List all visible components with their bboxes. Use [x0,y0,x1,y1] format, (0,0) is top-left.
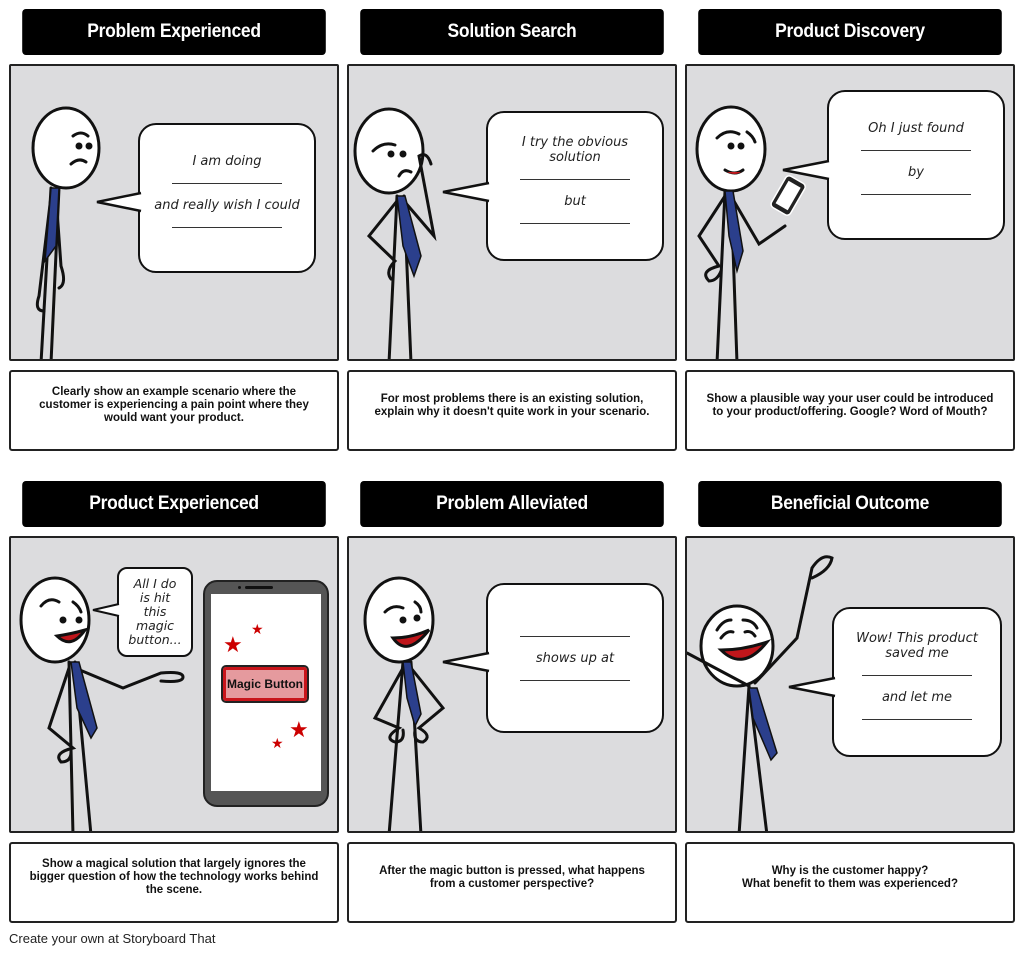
speech-bubble: All I do is hit this magic button... [117,567,193,657]
speech-tail-icon [782,159,830,181]
panel-caption: Show a plausible way your user could be … [685,370,1015,451]
speech-bubble: Oh I just found by [827,90,1005,240]
bubble-text: shows up at [535,650,615,666]
panel-caption: After the magic button is pressed, what … [347,842,677,923]
panel-caption: Clearly show an example scenario where t… [9,370,339,451]
phone-mockup: ★ ★ ★ ★ Magic Button [203,580,329,807]
speech-tail-icon [442,651,490,673]
speech-bubble: Wow! This product saved me and let me [832,607,1002,757]
sad-stick-figure-icon [31,106,101,359]
blank-line [520,679,630,681]
speech-tail-icon [92,603,120,617]
panel-caption: Why is the customer happy? What benefit … [685,842,1015,923]
scene: I try the obvious solution but [347,64,677,361]
blank-line [861,150,971,151]
blank-line [172,227,282,228]
star-icon: ★ [223,632,243,657]
speech-tail-icon [442,181,490,203]
panel-title: Solution Search [360,9,664,55]
bubble-text: Wow! This product saved me [856,630,978,661]
smiling-stick-figure-with-phone-icon [695,105,806,359]
panel-title: Product Discovery [698,9,1002,55]
blank-line [861,194,971,195]
star-icon: ★ [251,621,264,637]
speech-bubble: I try the obvious solution but [486,111,664,261]
scene: All I do is hit this magic button... ★ ★… [9,536,339,833]
star-icon: ★ [271,735,284,751]
bubble-text: I try the obvious solution [521,134,629,165]
speech-tail-icon [788,676,836,698]
bubble-text: All I do is hit this magic button... [128,576,182,647]
scene: I am doing and really wish I could [9,64,339,361]
blank-line [862,718,972,720]
panel-title: Problem Experienced [22,9,326,55]
pointing-stick-figure-icon [19,576,185,831]
speech-bubble: shows up at [486,583,664,733]
bubble-text: and let me [881,689,953,705]
bubble-text: and really wish I could [154,198,300,213]
celebrating-stick-figure-icon [687,555,834,831]
happy-stick-figure-icon [363,576,446,831]
blank-line [520,178,630,180]
panel-caption: For most problems there is an existing s… [347,370,677,451]
scene: Wow! This product saved me and let me [685,536,1015,833]
speech-tail-icon [96,191,142,213]
blank-line [520,222,630,224]
scene: Oh I just found by [685,64,1015,361]
bubble-text: Oh I just found [868,121,964,136]
camera-icon [238,586,241,589]
speech-bubble: I am doing and really wish I could [138,123,316,273]
bubble-text: I am doing [192,154,262,169]
blank-line [520,635,630,637]
panel-title: Problem Alleviated [360,481,664,527]
star-icon: ★ [289,717,309,742]
speaker-icon [245,586,273,589]
blank-line [862,674,972,676]
panel-caption: Show a magical solution that largely ign… [9,842,339,923]
phone-screen: ★ ★ ★ ★ Magic Button [211,594,321,791]
thinking-stick-figure-icon [353,107,437,359]
bubble-text: but [564,193,586,209]
blank-line [172,183,282,184]
panel-title: Product Experienced [22,481,326,527]
magic-button[interactable]: Magic Button [221,665,309,703]
footer-credit[interactable]: Create your own at Storyboard That [9,931,216,946]
bubble-text: by [908,165,924,180]
scene: shows up at [347,536,677,833]
panel-title: Beneficial Outcome [698,481,1002,527]
